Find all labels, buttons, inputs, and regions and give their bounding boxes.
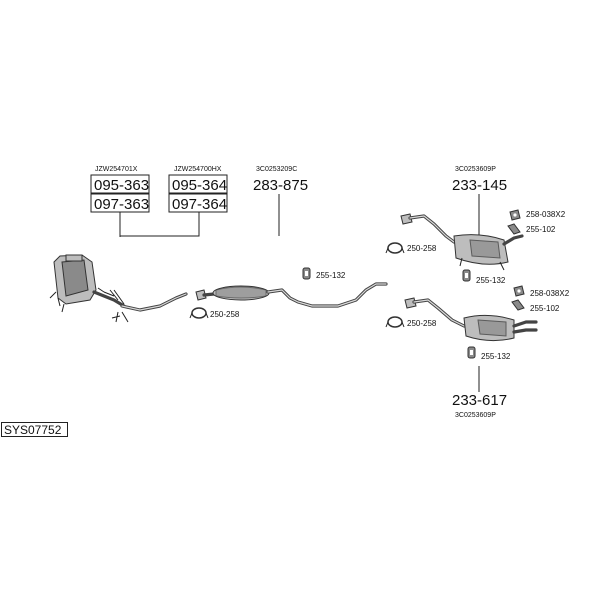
oe-ref-label-3: 3C0253209C bbox=[256, 166, 297, 173]
part-box-097-364[interactable] bbox=[168, 193, 228, 213]
rubber-mount-middle-icon bbox=[302, 267, 311, 280]
part-label-rear-b-bracket[interactable]: 258-038X2 bbox=[530, 289, 570, 298]
rubber-mount-rear-b-bottom-icon bbox=[467, 346, 476, 359]
part-label-rear-b-rubber-top[interactable]: 255-102 bbox=[530, 304, 560, 313]
rubber-mount-rear-a-top-icon bbox=[507, 223, 521, 235]
oe-ref-label-2: JZW254700HX bbox=[174, 166, 222, 173]
part-number-095-363[interactable]: 095-363 bbox=[94, 177, 149, 194]
part-label-rear-a-rubber-bottom[interactable]: 255-132 bbox=[476, 276, 506, 285]
oe-ref-label-5: 3C0253609P bbox=[455, 412, 496, 419]
pipe-clamp-rear-b-icon bbox=[385, 316, 405, 328]
part-label-rear-a-clamp[interactable]: 250-258 bbox=[407, 244, 437, 253]
pipe-clamp-rear-a-icon bbox=[385, 242, 405, 254]
middle-silencer-drawing bbox=[195, 282, 388, 308]
part-box-095-363[interactable] bbox=[90, 174, 150, 194]
part-number-095-364[interactable]: 095-364 bbox=[172, 177, 227, 194]
rear-silencer-b-drawing bbox=[404, 297, 538, 342]
rear-silencer-a-drawing bbox=[400, 213, 524, 271]
part-label-rear-b-clamp[interactable]: 250-258 bbox=[407, 319, 437, 328]
rubber-mount-rear-b-top-icon bbox=[511, 299, 525, 311]
part-box-095-364[interactable] bbox=[168, 174, 228, 194]
bracket-rear-a-icon bbox=[509, 209, 521, 221]
system-code-label: SYS07752 bbox=[1, 422, 68, 437]
rubber-mount-rear-a-bottom-icon bbox=[462, 269, 471, 282]
part-number-097-364[interactable]: 097-364 bbox=[172, 196, 227, 213]
bracket-rear-b-icon bbox=[513, 285, 525, 297]
part-label-rear-a-bracket[interactable]: 258-038X2 bbox=[526, 210, 566, 219]
part-number-233-617[interactable]: 233-617 bbox=[452, 392, 507, 409]
part-label-rear-b-rubber-bottom[interactable]: 255-132 bbox=[481, 352, 511, 361]
pipe-clamp-front-icon bbox=[189, 307, 209, 319]
part-number-233-145[interactable]: 233-145 bbox=[452, 177, 507, 194]
oe-ref-label-4: 3C0253609P bbox=[455, 166, 496, 173]
part-number-283-875[interactable]: 283-875 bbox=[253, 177, 308, 194]
part-label-rear-a-rubber-top[interactable]: 255-102 bbox=[526, 225, 556, 234]
part-number-097-363[interactable]: 097-363 bbox=[94, 196, 149, 213]
leader-line-catalyst bbox=[119, 212, 200, 237]
oe-ref-label-1: JZW254701X bbox=[95, 166, 138, 173]
part-label-middle-rubber[interactable]: 255-132 bbox=[316, 271, 346, 280]
part-label-front-clamp[interactable]: 250-258 bbox=[210, 310, 240, 319]
catalytic-converter-drawing bbox=[49, 254, 188, 323]
